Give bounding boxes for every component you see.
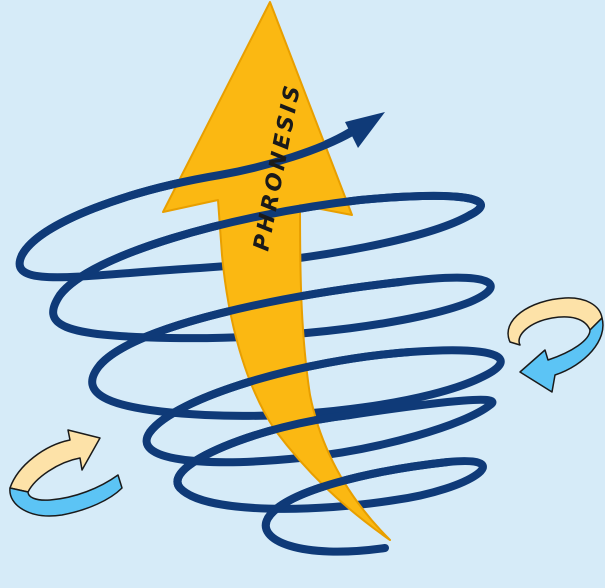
spiral-front-loop-3 [146, 348, 414, 436]
spiral-front-loop-5 [56, 191, 485, 299]
spiral-front [18, 112, 485, 522]
cycle-arrow-left-light [9, 429, 101, 493]
spiral-arrowhead-icon [345, 112, 385, 148]
upward-arrow-shape [162, 1, 391, 541]
spiral-front-loop-1 [264, 458, 452, 522]
cycle-arrow-left-blue [9, 474, 123, 517]
spiral-front-loop-6 [18, 128, 356, 259]
spiral-front-loop-4 [96, 278, 404, 369]
cycle-arrow-right-blue [519, 317, 604, 393]
spiral-path-back [15, 128, 505, 556]
upward-arrow [162, 1, 391, 541]
spiral-back [15, 128, 505, 556]
cycle-arrow-right-icon [507, 297, 604, 393]
cycle-arrow-left-icon [9, 429, 123, 517]
spiral-front-loop-2 [173, 411, 354, 492]
